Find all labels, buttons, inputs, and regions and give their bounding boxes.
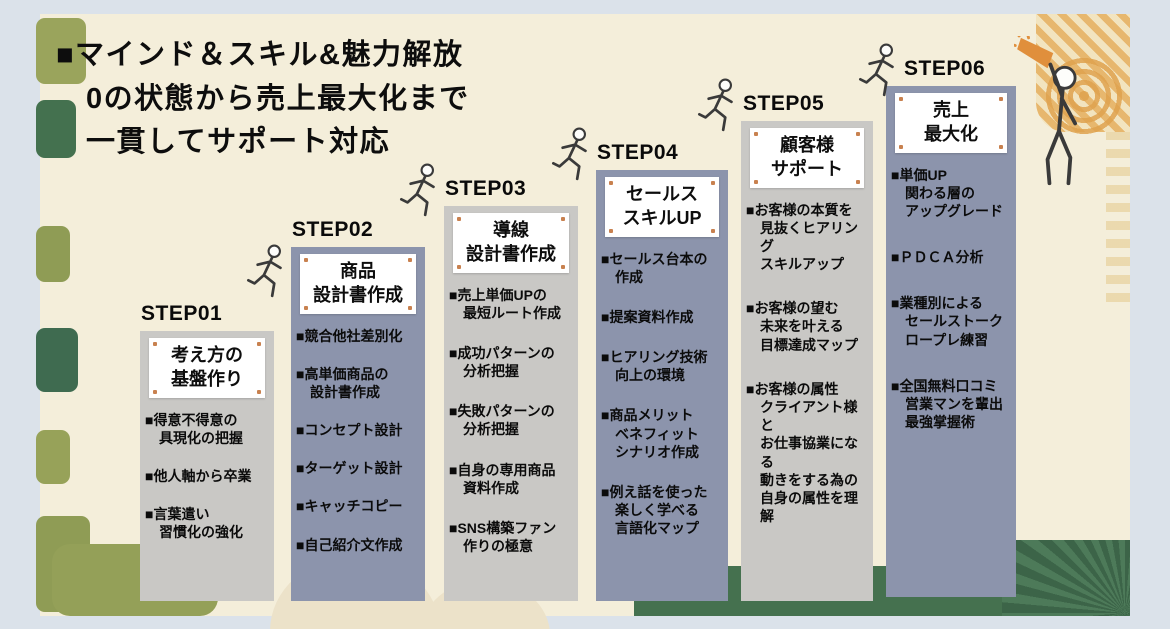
step01-title-box: 考え方の 基盤作り	[149, 338, 265, 398]
step03-title-box: 導線 設計書作成	[453, 213, 569, 273]
runner-icon	[551, 127, 587, 181]
step04-column: セールス スキルUP ■セールス台本の 作成 ■提案資料作成 ■ヒアリング技術 …	[596, 170, 728, 601]
step02-label: STEP02	[292, 218, 374, 241]
step-item: ■成功パターンの 分析把握	[449, 344, 555, 380]
decor-left-tile-2	[36, 100, 76, 158]
step-item: ■ターゲット設計	[296, 460, 403, 477]
step-item: ■お客様の本質を 見抜くヒアリング スキルアップ	[746, 201, 858, 273]
decor-left-tile-3	[36, 226, 70, 282]
step06-column: 売上 最大化 ■単価UP 関わる層の アップグレード ■ＰＤＣＡ分析 ■業種別に…	[886, 86, 1016, 597]
step05-label: STEP05	[743, 92, 825, 115]
step-item: ■商品メリット ベネフィット シナリオ作成	[601, 407, 699, 460]
step-item: ■言葉遣い 習慣化の強化	[145, 506, 243, 541]
step-item: ■コンセプト設計	[296, 422, 403, 439]
decor-side-band	[1106, 132, 1130, 302]
step-item: ■単価UP 関わる層の アップグレード	[891, 166, 1003, 219]
step-item: ■失敗パターンの 分析把握	[449, 403, 555, 438]
step-item: ■例え話を使った 楽しく学べる 言語化マップ	[601, 484, 708, 537]
step-item: ■競合他社差別化	[296, 327, 403, 344]
step04-title-box: セールス スキルUP	[605, 177, 719, 237]
step-item: ■ヒアリング技術 向上の環境	[601, 349, 708, 384]
step-item: ■自身の専用商品 資料作成	[449, 461, 556, 496]
step04-label: STEP04	[597, 141, 679, 164]
step-item: ■高単価商品の 設計書作成	[296, 365, 389, 400]
title-line-1: ■マインド＆スキル&魅力解放	[56, 39, 464, 71]
step-item: ■提案資料作成	[601, 308, 694, 325]
step-item: ■自己紹介文作成	[296, 536, 403, 553]
step01-label: STEP01	[141, 302, 223, 325]
decor-left-tile-5	[36, 430, 70, 484]
step01-items: ■得意不得意の 具現化の把握 ■他人軸から卒業 ■言葉遣い 習慣化の強化	[140, 398, 274, 542]
step-item: ■SNS構築ファン 作りの極意	[449, 520, 557, 555]
title-line-2: 0の状態から売上最大化まで	[86, 82, 470, 115]
step03-label: STEP03	[445, 177, 527, 200]
runner-icon	[697, 78, 733, 132]
step-item: ■お客様の属性 クライアント様と お仕事協業になる 動きをする為の 自身の属性を…	[746, 380, 858, 525]
runner-icon	[399, 163, 435, 217]
step05-column: 顧客様 サポート ■お客様の本質を 見抜くヒアリング スキルアップ ■お客様の望…	[741, 121, 873, 601]
step-item: ■全国無料口コミ 営業マンを輩出 最強掌握術	[891, 377, 1003, 431]
step02-title-box: 商品 設計書作成	[300, 254, 416, 314]
step05-items: ■お客様の本質を 見抜くヒアリング スキルアップ ■お客様の望む 未来を叶える …	[741, 188, 873, 526]
step-item: ■売上単価UPの 最短ルート作成	[449, 286, 561, 321]
decor-left-tile-1	[36, 18, 86, 84]
step02-items: ■競合他社差別化 ■高単価商品の 設計書作成 ■コンセプト設計 ■ターゲット設計…	[291, 314, 425, 554]
megaphone-person-icon	[1014, 36, 1077, 186]
step05-title-box: 顧客様 サポート	[750, 128, 864, 188]
decor-ring-pattern	[1042, 54, 1126, 138]
decor-left-tile-4	[36, 328, 78, 392]
step03-column: 導線 設計書作成 ■売上単価UPの 最短ルート作成 ■成功パターンの 分析把握 …	[444, 206, 578, 601]
title-line-3: 一貫してサポート対応	[86, 126, 391, 158]
step01-column: 考え方の 基盤作り ■得意不得意の 具現化の把握 ■他人軸から卒業 ■言葉遣い …	[140, 331, 274, 601]
step-item: ■他人軸から卒業	[145, 467, 252, 484]
step06-items: ■単価UP 関わる層の アップグレード ■ＰＤＣＡ分析 ■業種別による セールス…	[886, 153, 1016, 432]
step04-items: ■セールス台本の 作成 ■提案資料作成 ■ヒアリング技術 向上の環境 ■商品メリ…	[596, 237, 728, 538]
step-item: ■得意不得意の 具現化の把握	[145, 411, 243, 446]
runner-icon	[246, 244, 282, 298]
step-item: ■お客様の望む 未来を叶える 目標達成マップ	[746, 300, 858, 353]
step06-label: STEP06	[904, 57, 986, 80]
runner-icon	[858, 43, 894, 97]
step-item: ■業種別による セールストーク ロープレ練習	[891, 295, 1003, 348]
step-item: ■キャッチコピー	[296, 498, 403, 515]
step-item: ■ＰＤＣＡ分析	[891, 249, 984, 266]
step03-items: ■売上単価UPの 最短ルート作成 ■成功パターンの 分析把握 ■失敗パターンの …	[444, 273, 578, 556]
decor-sunburst	[1002, 540, 1130, 616]
step-item: ■セールス台本の 作成	[601, 250, 708, 285]
step06-title-box: 売上 最大化	[895, 93, 1007, 153]
page-title: ■マインド＆スキル&魅力解放 0の状態から売上最大化まで 一貫してサポート対応	[56, 34, 470, 165]
step02-column: 商品 設計書作成 ■競合他社差別化 ■高単価商品の 設計書作成 ■コンセプト設計…	[291, 247, 425, 601]
